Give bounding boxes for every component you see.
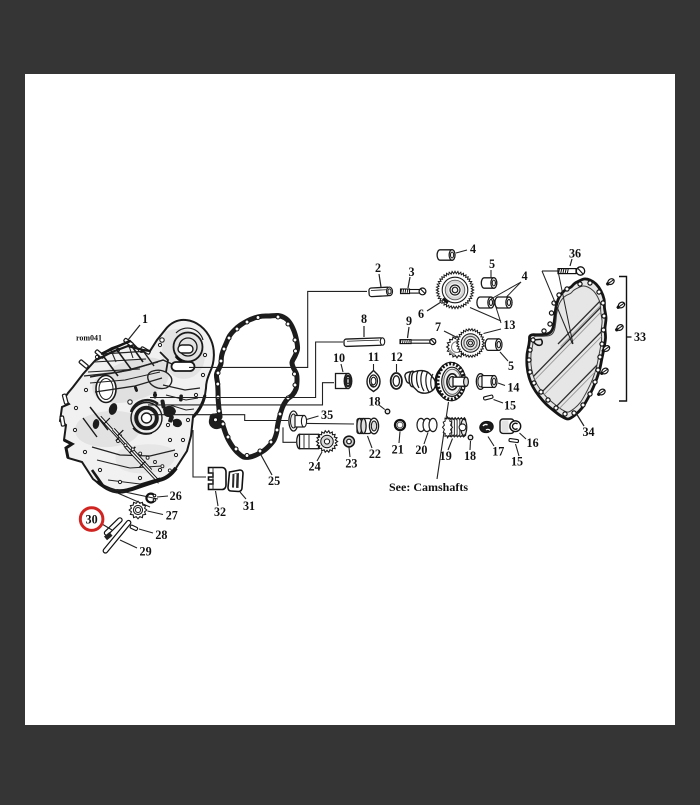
svg-text:31: 31 [243, 499, 255, 513]
svg-text:34: 34 [582, 425, 594, 439]
svg-text:19: 19 [440, 449, 452, 463]
svg-text:24: 24 [309, 460, 321, 474]
svg-text:9: 9 [406, 314, 412, 328]
svg-text:4: 4 [470, 242, 476, 256]
svg-text:30: 30 [86, 512, 98, 526]
svg-text:8: 8 [361, 312, 367, 326]
svg-text:11: 11 [368, 350, 379, 364]
svg-text:17: 17 [492, 444, 504, 458]
svg-text:35: 35 [321, 408, 333, 422]
svg-text:See: Camshafts: See: Camshafts [389, 480, 468, 494]
svg-text:14: 14 [507, 381, 519, 395]
svg-text:1: 1 [142, 312, 148, 326]
svg-text:22: 22 [369, 447, 381, 461]
svg-text:rom041: rom041 [76, 334, 102, 343]
svg-text:7: 7 [435, 320, 441, 334]
svg-text:20: 20 [415, 443, 427, 457]
svg-text:27: 27 [166, 509, 178, 523]
svg-text:5: 5 [489, 257, 495, 271]
svg-text:3: 3 [408, 265, 414, 279]
svg-text:33: 33 [634, 330, 646, 344]
svg-text:36: 36 [569, 247, 581, 261]
svg-text:18: 18 [368, 395, 380, 409]
svg-text:5: 5 [508, 359, 514, 373]
svg-text:2: 2 [375, 261, 381, 275]
svg-text:23: 23 [345, 457, 357, 471]
svg-text:10: 10 [333, 351, 345, 365]
svg-text:15: 15 [511, 455, 523, 469]
svg-text:6: 6 [418, 307, 424, 321]
svg-text:25: 25 [268, 474, 280, 488]
svg-text:13: 13 [503, 318, 515, 332]
svg-text:21: 21 [392, 442, 404, 456]
svg-text:32: 32 [214, 505, 226, 519]
svg-text:18: 18 [464, 449, 476, 463]
svg-text:15: 15 [504, 399, 516, 413]
svg-text:12: 12 [391, 350, 403, 364]
svg-text:29: 29 [140, 544, 152, 558]
svg-text:16: 16 [527, 436, 539, 450]
svg-text:4: 4 [522, 269, 528, 283]
svg-text:26: 26 [170, 489, 182, 503]
svg-text:28: 28 [155, 528, 167, 542]
